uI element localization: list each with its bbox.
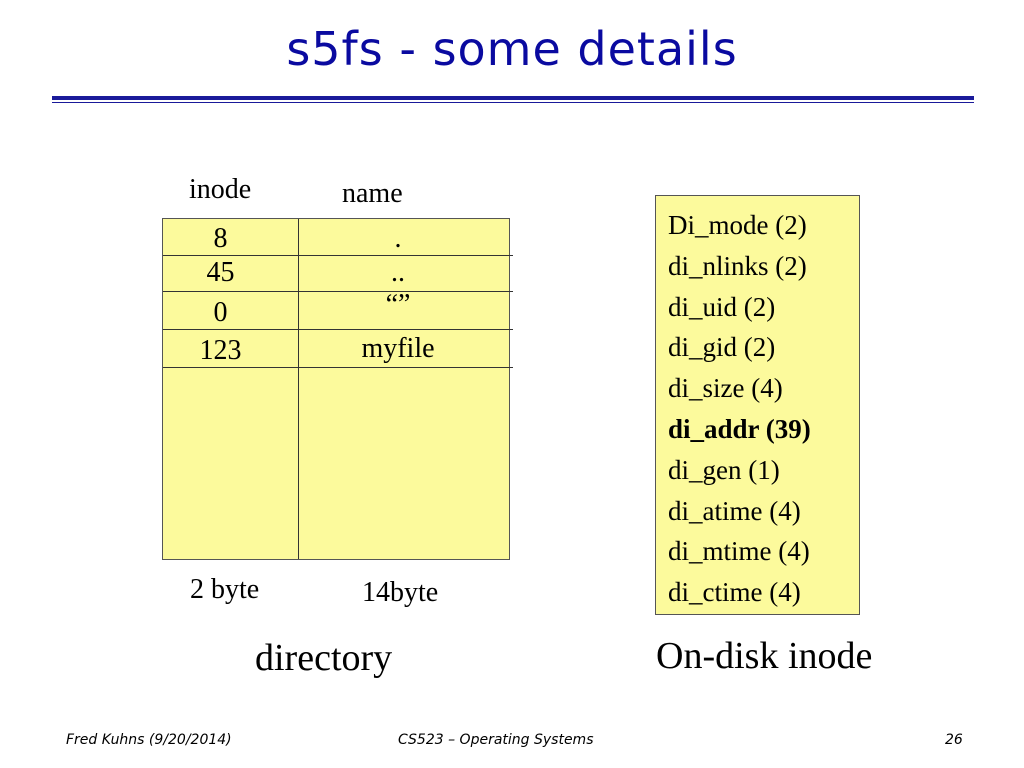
inode-field-highlight: di_addr (39) [668,413,811,444]
title-rule-thin [52,102,974,103]
footer-author: Fred Kuhns (9/20/2014) [66,732,232,748]
inode-field: di_ctime (4) [668,577,801,608]
table-row-inode: 123 [199,335,242,366]
inode-field: Di_mode (2) [668,210,807,240]
inode-size-label: 2 byte [190,574,260,605]
table-row-inode: 8 [213,223,228,254]
row-divider [163,291,513,292]
slide-title: s5fs - some details [286,22,738,76]
table-row-name: .. [391,257,405,288]
table-row-name: myfile [361,333,435,364]
inode-field: di_gen (1) [668,454,780,485]
inode-caption: On-disk inode [656,635,873,677]
title-rule [52,96,974,100]
table-row-inode: 45 [206,257,235,288]
directory-table: 8 . 45 .. 0 “” 123 myfile [162,218,513,560]
inode-column-header: inode [189,174,252,205]
inode-field: di_nlinks (2) [668,250,807,281]
column-divider [298,219,299,559]
inode-field: di_size (4) [668,373,783,404]
row-divider [163,367,513,368]
inode-fields-box: Di_mode (2) di_nlinks (2) di_uid (2) di_… [655,195,860,615]
table-row-inode: 0 [213,297,228,328]
inode-field: di_atime (4) [668,495,801,526]
table-row-name: . [394,223,402,254]
row-divider [163,255,513,256]
row-divider [163,329,513,330]
inode-field: di_gid (2) [668,332,776,363]
inode-field: di_uid (2) [668,291,776,322]
directory-caption: directory [255,637,393,679]
name-size-label: 14byte [362,577,439,608]
name-column-header: name [342,178,403,209]
page-number: 26 [945,732,963,748]
table-row-name: “” [385,289,411,320]
inode-field: di_mtime (4) [668,536,810,567]
footer-course: CS523 – Operating Systems [398,732,594,748]
